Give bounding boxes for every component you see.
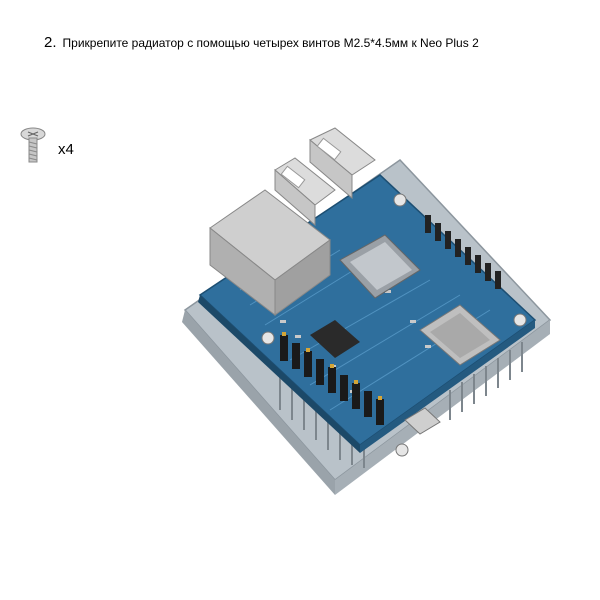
step-instruction: Прикрепите радиатор с помощью четырех ви… (62, 36, 479, 50)
screw-icon (20, 127, 46, 163)
pin-header-front (280, 335, 384, 425)
screw-quantity: x4 (58, 141, 74, 158)
board-with-heatsink-illustration (182, 127, 552, 495)
step-number: 2. (44, 34, 57, 51)
usb-ports (274, 127, 376, 227)
soc-chip (339, 234, 421, 299)
pin-header-right (425, 215, 501, 289)
step-header: 2. Прикрепите радиатор с помощью четырех… (44, 34, 479, 51)
microsd-slot (419, 304, 501, 366)
ethernet-port (209, 189, 331, 317)
